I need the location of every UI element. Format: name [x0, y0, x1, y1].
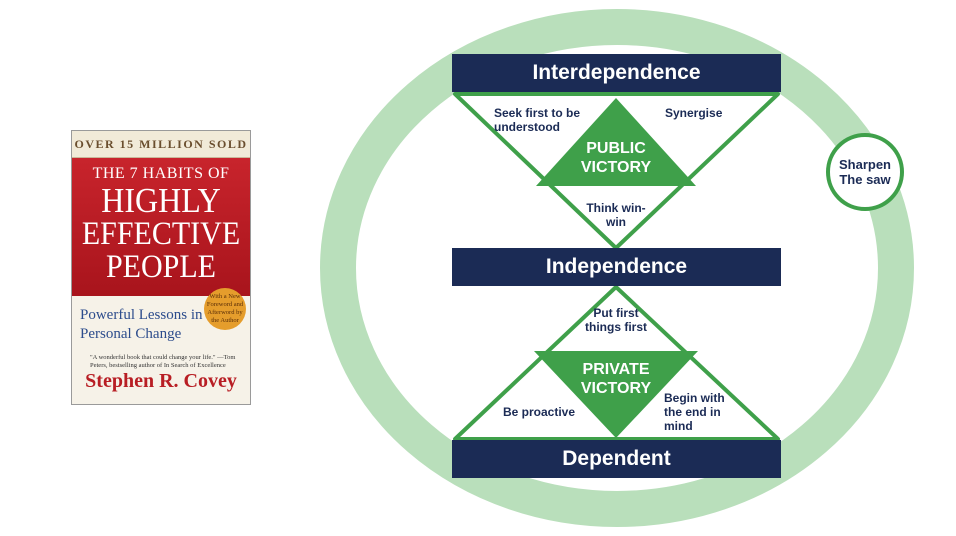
book-title-line2: HIGHLY [101, 180, 221, 220]
book-quote: "A wonderful book that could change your… [90, 354, 236, 369]
habit-put-first: Put first things first [585, 306, 647, 334]
dependent-bar: Dependent [452, 440, 781, 478]
habit-begin-with-end: Begin with the end in mind [664, 391, 725, 433]
book-seal-text: With a New Foreword and Afterword by the… [206, 293, 244, 324]
habit-synergise: Synergise [665, 106, 723, 120]
habit-seek-first: Seek first to be understood [494, 106, 581, 134]
outer-ring [320, 9, 914, 527]
book-title-line1: THE 7 HABITS OF [92, 165, 230, 182]
public-victory-triangle [536, 98, 696, 186]
habit-sharpen-saw: Sharpen The saw [838, 157, 891, 187]
habit-think-win-win: Think win-win [586, 201, 646, 229]
book-title-block: THE 7 HABITS OF HIGHLY EFFECTIVE PEOPLE [72, 158, 250, 296]
book-banner: OVER 15 MILLION SOLD [72, 131, 250, 158]
independence-bar: Independence [452, 248, 781, 286]
private-victory-triangle [534, 351, 698, 438]
book-cover: OVER 15 MILLION SOLD THE 7 HABITS OF HIG… [71, 130, 251, 405]
book-title-line4: PEOPLE [105, 248, 216, 285]
book-title-line3: EFFECTIVE [81, 215, 241, 252]
book-seal: With a New Foreword and Afterword by the… [204, 288, 246, 330]
book-lower-block: Powerful Lessons in Personal Change With… [72, 288, 250, 404]
interdependence-bar: Interdependence [452, 54, 781, 92]
sharpen-the-saw-circle: Sharpen The saw [826, 133, 904, 211]
habit-be-proactive: Be proactive [503, 405, 576, 419]
book-subtitle: Powerful Lessons in Personal Change [80, 307, 203, 342]
book-author: Stephen R. Covey [85, 370, 237, 392]
public-victory-label: PUBLIC VICTORY [580, 140, 652, 176]
private-victory-label: PRIVATE VICTORY [580, 361, 652, 397]
